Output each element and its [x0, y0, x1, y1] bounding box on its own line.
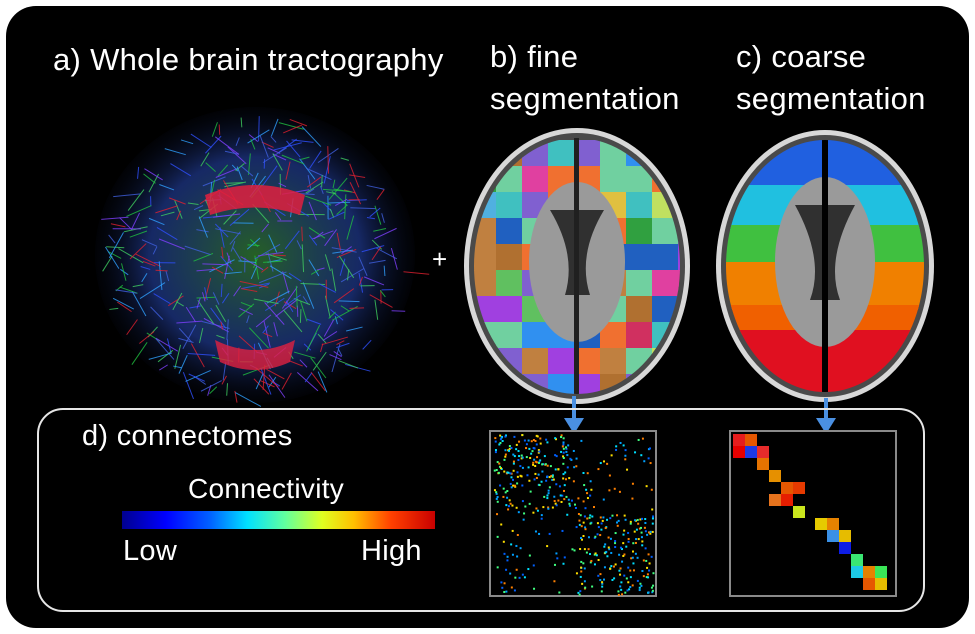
colorbar: [122, 511, 435, 529]
coarse-segmentation-image: [716, 130, 934, 410]
label-coarse-line1: c) coarse: [736, 36, 926, 78]
colorbar-high-label: High: [361, 535, 422, 568]
label-fine-segmentation: b) fine segmentation: [490, 36, 680, 120]
label-fine-line2: segmentation: [490, 78, 680, 120]
label-connectomes: d) connectomes: [82, 420, 293, 453]
colorbar-title: Connectivity: [188, 473, 344, 505]
colorbar-low-label: Low: [123, 535, 177, 568]
label-tractography: a) Whole brain tractography: [53, 42, 444, 78]
plus-sign: +: [432, 244, 447, 275]
label-coarse-line2: segmentation: [736, 78, 926, 120]
label-coarse-segmentation: c) coarse segmentation: [736, 36, 926, 120]
tractography-image: [95, 107, 429, 406]
label-fine-line1: b) fine: [490, 36, 680, 78]
fine-segmentation-image: [464, 128, 705, 404]
